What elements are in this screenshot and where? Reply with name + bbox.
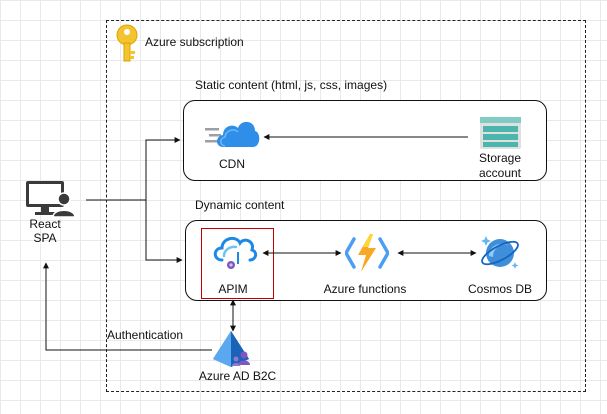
storage-label-line2: account xyxy=(478,166,522,180)
cdn-cloud-icon xyxy=(205,121,260,147)
function-bolt-icon xyxy=(345,234,389,272)
key-icon xyxy=(116,24,138,62)
storage-account-icon xyxy=(480,117,521,149)
authentication-edge xyxy=(43,262,212,351)
authentication-label: Authentication xyxy=(107,328,184,342)
subscription-label: Azure subscription xyxy=(145,35,244,49)
dynamic-content-label: Dynamic content xyxy=(195,198,285,212)
storage-label-line1: Storage xyxy=(478,151,522,165)
static-content-label: Static content (html, js, css, images) xyxy=(195,78,388,92)
client-label-line1: React xyxy=(29,217,61,231)
ad-b2c-icon xyxy=(213,331,250,367)
cosmos-label: Cosmos DB xyxy=(467,282,532,296)
user-computer-icon xyxy=(26,181,76,218)
client-to-cdn-edge xyxy=(86,137,181,201)
apim-icon xyxy=(213,236,258,269)
cdn-label: CDN xyxy=(219,157,245,171)
functions-label: Azure functions xyxy=(323,282,407,296)
client-to-apim-edge xyxy=(145,200,183,263)
adb2c-label: Azure AD B2C xyxy=(198,369,277,383)
client-label-line2: SPA xyxy=(33,231,57,245)
apim-label: APIM xyxy=(218,282,248,296)
azure-subscription-boundary xyxy=(106,20,586,392)
cosmos-db-icon xyxy=(481,236,519,269)
